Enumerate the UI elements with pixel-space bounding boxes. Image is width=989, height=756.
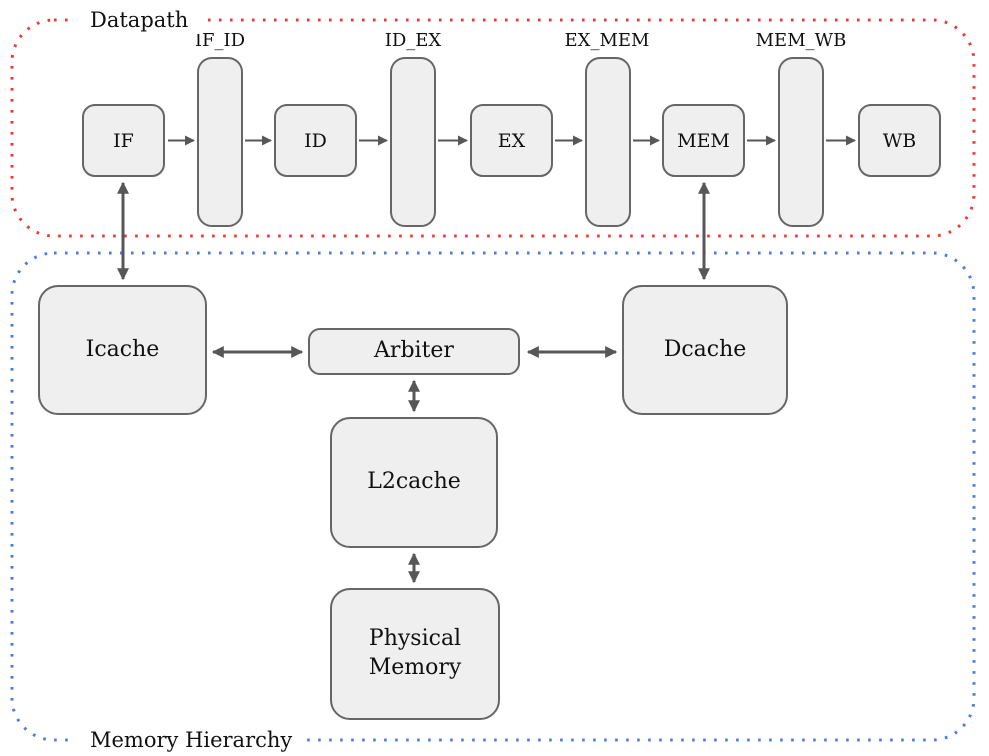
dcache-label: Dcache [663,336,747,362]
pipeline-register-id-ex [390,57,436,227]
memory-hierarchy-label: Memory Hierarchy [76,726,307,754]
arbiter-label: Arbiter [374,338,454,364]
register-label-ex-mem: EX_MEM [564,30,650,51]
register-label-id-ex: ID_EX [384,30,442,51]
register-label-mem-wb: MEM_WB [755,30,847,51]
l2cache-label: L2cache [367,469,461,495]
pipeline-register-ex-mem [585,57,631,227]
stage-box-id: ID [274,104,357,177]
stage-label-mem: MEM [677,129,730,152]
pipeline-register-if-id [197,57,243,227]
icache-node: Icache [38,285,207,415]
l2cache-node: L2cache [330,417,498,548]
register-label-if-id: IF_ID [194,30,246,51]
stage-label-id: ID [304,129,327,152]
stage-box-mem: MEM [662,104,745,177]
dcache-node: Dcache [622,285,788,415]
stage-label-ex: EX [497,129,526,152]
datapath-label: Datapath [76,6,203,34]
memory-hierarchy-region-border [10,251,976,742]
physical-memory-node: Physical Memory [330,588,500,720]
arbiter-node: Arbiter [308,328,520,375]
physical-memory-label: Physical Memory [368,626,462,680]
icache-label: Icache [85,336,160,362]
stage-box-ex: EX [470,104,553,177]
pipeline-register-mem-wb [778,57,824,227]
stage-box-wb: WB [858,104,941,177]
stage-label-wb: WB [882,129,917,152]
stage-box-if: IF [82,104,165,177]
stage-label-if: IF [113,129,134,152]
